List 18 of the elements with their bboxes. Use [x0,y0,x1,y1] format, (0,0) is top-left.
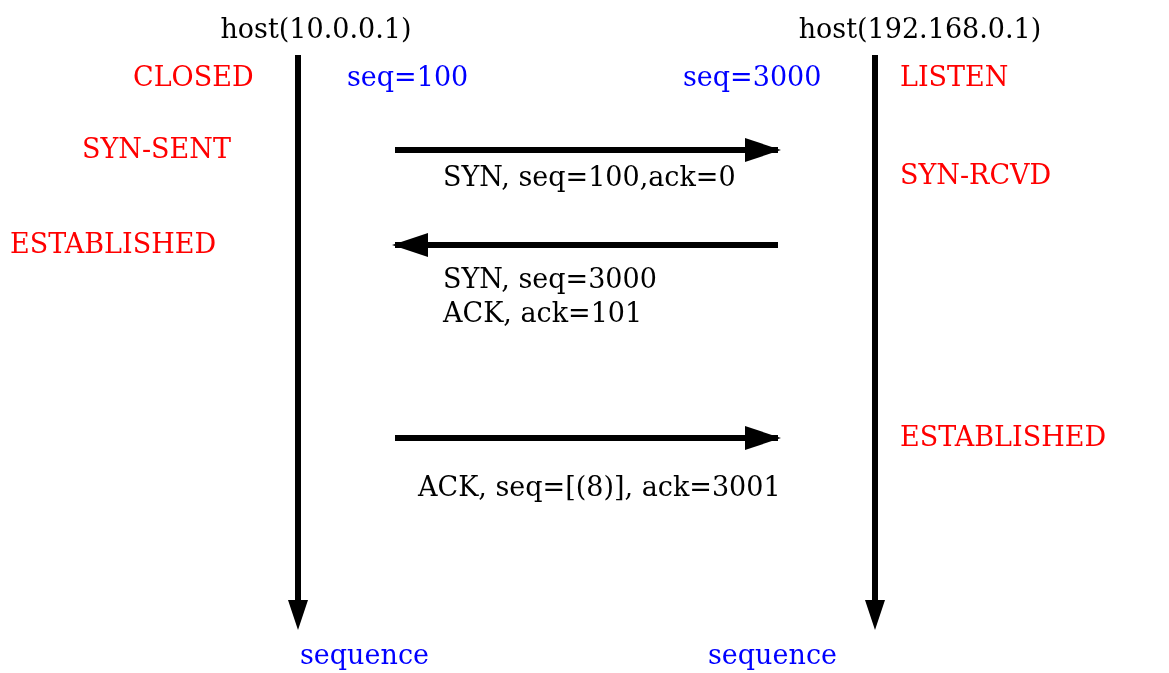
host-label: host(10.0.0.1) [219,12,413,46]
sequence-number: seq=3000 [683,60,822,94]
message-arrow [395,426,781,450]
state-label: ESTABLISHED [900,420,1107,454]
message-label: SYN, seq=100,ack=0 [443,160,736,194]
state-label: ESTABLISHED [10,227,217,261]
message-label: ACK, seq=[(8)], ack=3001 [418,470,781,504]
axis-label: sequence [708,638,837,672]
message-arrow [392,233,778,257]
message-arrow [395,138,781,162]
state-label: SYN-SENT [82,132,231,166]
state-label: CLOSED [133,60,254,94]
state-label: LISTEN [900,60,1009,94]
host-label: host(192.168.0.1) [797,12,1043,46]
axis-label: sequence [300,638,429,672]
sequence-number: seq=100 [347,60,469,94]
state-label: SYN-RCVD [900,158,1052,192]
message-label: SYN, seq=3000 ACK, ack=101 [443,262,658,330]
